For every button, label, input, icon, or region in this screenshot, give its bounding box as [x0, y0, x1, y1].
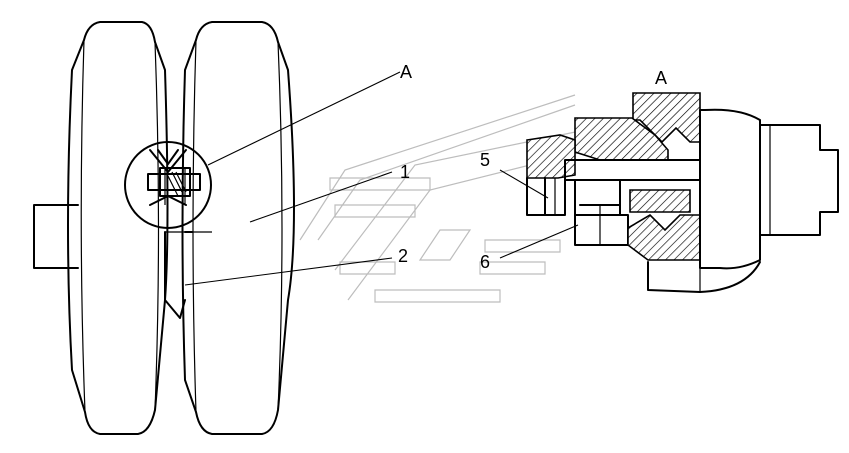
- label-part-1: 1: [400, 162, 410, 182]
- left-tire: [67, 21, 169, 435]
- detail-a-circle: [124, 141, 212, 229]
- right-tire: [181, 21, 295, 435]
- leaders-right: [499, 169, 579, 259]
- label-detail-a-right: A: [655, 68, 667, 88]
- flange-middle: [629, 189, 691, 213]
- label-part-5: 5: [480, 150, 490, 170]
- spacer-ring: [164, 231, 212, 319]
- nut-5-section: [526, 134, 576, 179]
- label-detail-a-left: A: [400, 62, 412, 82]
- axle-stub: [33, 204, 79, 269]
- section-detail-a: [526, 92, 839, 293]
- label-part-6: 6: [480, 252, 490, 272]
- rim-lower: [627, 213, 701, 261]
- watermark-logo: [299, 94, 591, 303]
- label-part-2: 2: [398, 246, 408, 266]
- leaders-left: [184, 71, 401, 286]
- nut-upper: [574, 117, 669, 161]
